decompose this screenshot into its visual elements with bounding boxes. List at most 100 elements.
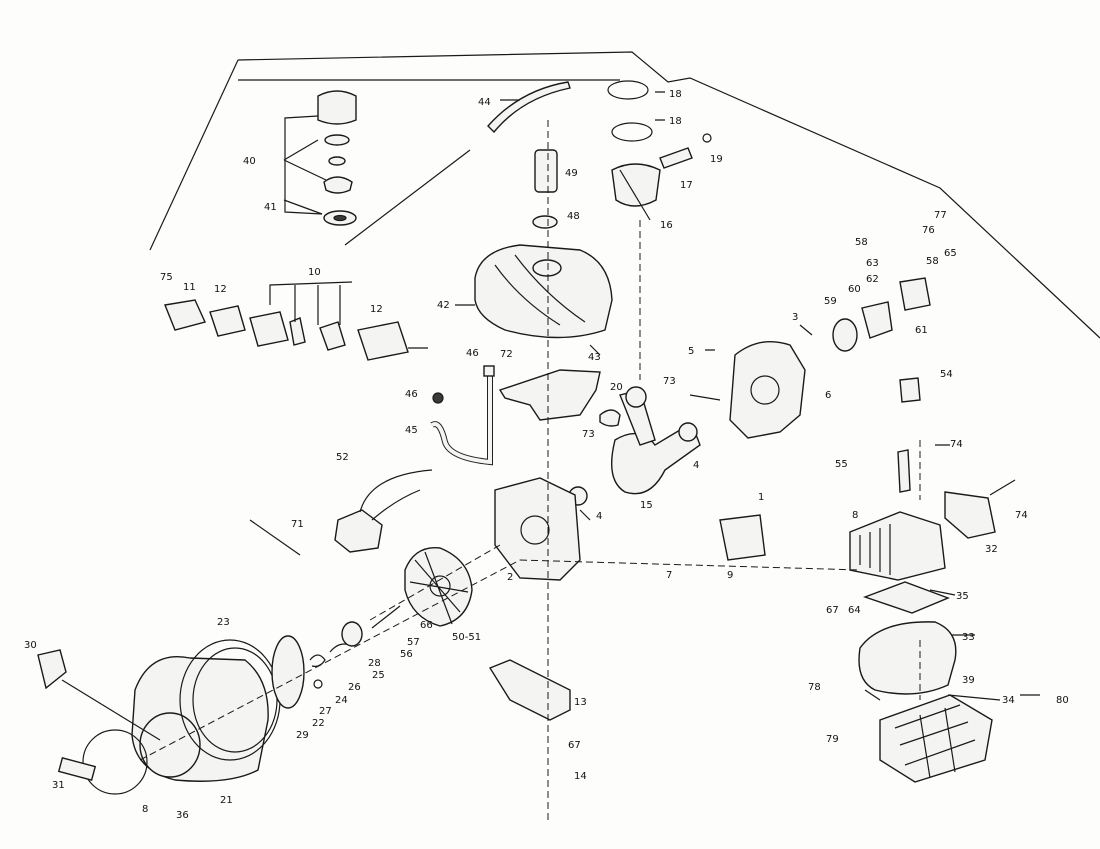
label-15: 15	[640, 500, 653, 511]
label-42: 42	[437, 300, 450, 311]
air-filter-stack	[283, 90, 357, 226]
label-27: 27	[319, 706, 332, 717]
label-44: 44	[478, 97, 491, 108]
label-45: 45	[405, 425, 418, 436]
label-18a: 18	[669, 89, 682, 100]
label-74b: 74	[1015, 510, 1028, 521]
muffler-guard	[879, 694, 993, 783]
label-62: 62	[866, 274, 879, 285]
label-49: 49	[565, 168, 578, 179]
label-21: 21	[220, 795, 233, 806]
label-67b: 67	[826, 605, 839, 616]
label-74a: 74	[950, 439, 963, 450]
label-50-51: 50-51	[452, 632, 481, 643]
label-66: 66	[420, 620, 433, 631]
label-13: 13	[574, 697, 587, 708]
fuel-hoses	[430, 365, 495, 466]
label-18b: 18	[669, 116, 682, 127]
label-73a: 73	[663, 376, 676, 387]
label-31: 31	[52, 780, 65, 791]
label-22: 22	[312, 718, 325, 729]
ignition-coil	[334, 469, 433, 553]
label-60: 60	[848, 284, 861, 295]
label-57: 57	[407, 637, 420, 648]
label-28: 28	[368, 658, 381, 669]
label-78: 78	[808, 682, 821, 693]
piston-assembly	[607, 80, 712, 207]
label-5: 5	[688, 346, 694, 357]
label-14: 14	[574, 771, 587, 782]
label-32: 32	[985, 544, 998, 555]
label-36: 36	[176, 810, 189, 821]
label-1: 1	[758, 492, 764, 503]
label-58a: 58	[855, 237, 868, 248]
label-72: 72	[500, 349, 513, 360]
label-30: 30	[24, 640, 37, 651]
label-76: 76	[922, 225, 935, 236]
label-12a: 12	[214, 284, 227, 295]
label-40: 40	[243, 156, 256, 167]
label-65: 65	[944, 248, 957, 259]
label-58b: 58	[926, 256, 939, 267]
label-67a: 67	[568, 740, 581, 751]
label-41: 41	[264, 202, 277, 213]
flywheel	[404, 546, 473, 627]
label-8b: 8	[142, 804, 148, 815]
label-8a: 8	[852, 510, 858, 521]
label-59: 59	[824, 296, 837, 307]
label-34: 34	[1002, 695, 1015, 706]
label-48: 48	[567, 211, 580, 222]
leader-lines	[249, 91, 1040, 701]
label-79: 79	[826, 734, 839, 745]
label-46a: 46	[466, 348, 479, 359]
label-25: 25	[372, 670, 385, 681]
muffler	[858, 621, 957, 695]
label-19: 19	[710, 154, 723, 165]
starter-side-parts	[488, 277, 996, 721]
label-29: 29	[296, 730, 309, 741]
fuel-filter	[487, 81, 571, 229]
label-55: 55	[835, 459, 848, 470]
label-3: 3	[792, 312, 798, 323]
part-labels: 44 18 18 19 17 16 49 48 40 41 75 11 12 1…	[24, 89, 1069, 821]
label-33: 33	[962, 632, 975, 643]
label-4a: 4	[693, 460, 699, 471]
label-10: 10	[308, 267, 321, 278]
label-46b: 46	[405, 389, 418, 400]
label-9: 9	[727, 570, 733, 581]
label-20: 20	[610, 382, 623, 393]
label-64: 64	[848, 605, 861, 616]
label-11: 11	[183, 282, 196, 293]
label-12b: 12	[370, 304, 383, 315]
label-73b: 73	[582, 429, 595, 440]
cylinder	[719, 511, 950, 614]
label-52: 52	[336, 452, 349, 463]
assembly-dashed-lines	[139, 120, 921, 820]
label-26: 26	[348, 682, 361, 693]
label-54: 54	[940, 369, 953, 380]
label-61: 61	[915, 325, 928, 336]
label-80: 80	[1056, 695, 1069, 706]
label-75: 75	[160, 272, 173, 283]
crankcase-halves	[494, 341, 806, 581]
label-4b: 4	[596, 511, 602, 522]
label-7: 7	[666, 570, 672, 581]
label-16: 16	[660, 220, 673, 231]
tank-bracket	[498, 369, 601, 421]
label-63: 63	[866, 258, 879, 269]
label-77: 77	[934, 210, 947, 221]
label-6: 6	[825, 390, 831, 401]
label-56: 56	[400, 649, 413, 660]
fuel-tank	[474, 244, 613, 339]
label-23: 23	[217, 617, 230, 628]
label-2: 2	[507, 572, 513, 583]
label-35: 35	[956, 591, 969, 602]
starter-pawl-parts	[309, 605, 401, 689]
diagram-frame	[149, 51, 1100, 339]
label-43: 43	[588, 352, 601, 363]
label-71: 71	[291, 519, 304, 530]
recoil-starter	[37, 635, 305, 795]
label-39: 39	[962, 675, 975, 686]
label-24: 24	[335, 695, 348, 706]
